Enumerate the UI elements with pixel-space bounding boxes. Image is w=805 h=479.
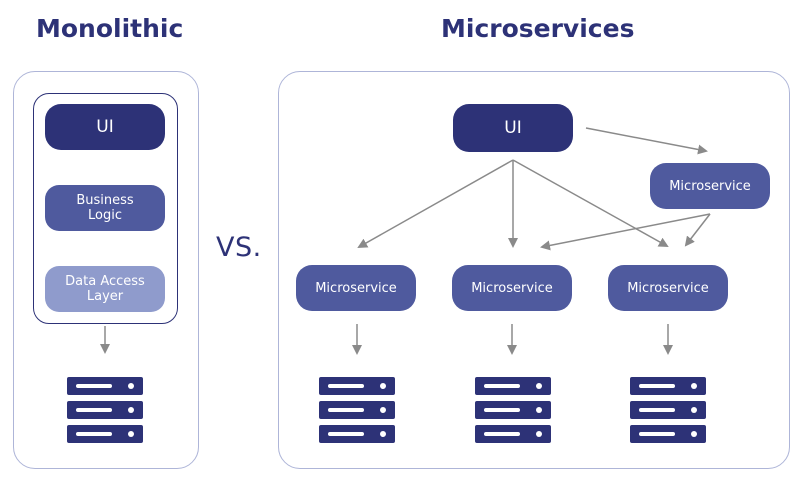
database-server-icon bbox=[475, 377, 551, 443]
microservice-block-2: Microservice bbox=[452, 265, 572, 311]
monolithic-ui-label: UI bbox=[96, 117, 114, 137]
microservice-label: Microservice bbox=[669, 178, 751, 194]
database-server-icon bbox=[67, 377, 143, 443]
monolithic-ui-block: UI bbox=[45, 104, 165, 150]
business-logic-label: Business Logic bbox=[76, 193, 134, 223]
business-logic-block: Business Logic bbox=[45, 185, 165, 231]
microservices-ui-block: UI bbox=[453, 104, 573, 152]
microservice-block-1: Microservice bbox=[296, 265, 416, 311]
microservices-heading: Microservices bbox=[441, 14, 635, 43]
versus-label: VS. bbox=[216, 232, 262, 263]
microservice-block-top: Microservice bbox=[650, 163, 770, 209]
microservice-label: Microservice bbox=[471, 280, 553, 296]
database-server-icon bbox=[319, 377, 395, 443]
data-access-layer-label: Data Access Layer bbox=[65, 274, 145, 304]
monolithic-heading: Monolithic bbox=[36, 14, 184, 43]
database-server-icon bbox=[630, 377, 706, 443]
microservice-label: Microservice bbox=[627, 280, 709, 296]
microservice-block-3: Microservice bbox=[608, 265, 728, 311]
microservices-ui-label: UI bbox=[504, 118, 522, 138]
data-access-layer-block: Data Access Layer bbox=[45, 266, 165, 312]
microservice-label: Microservice bbox=[315, 280, 397, 296]
